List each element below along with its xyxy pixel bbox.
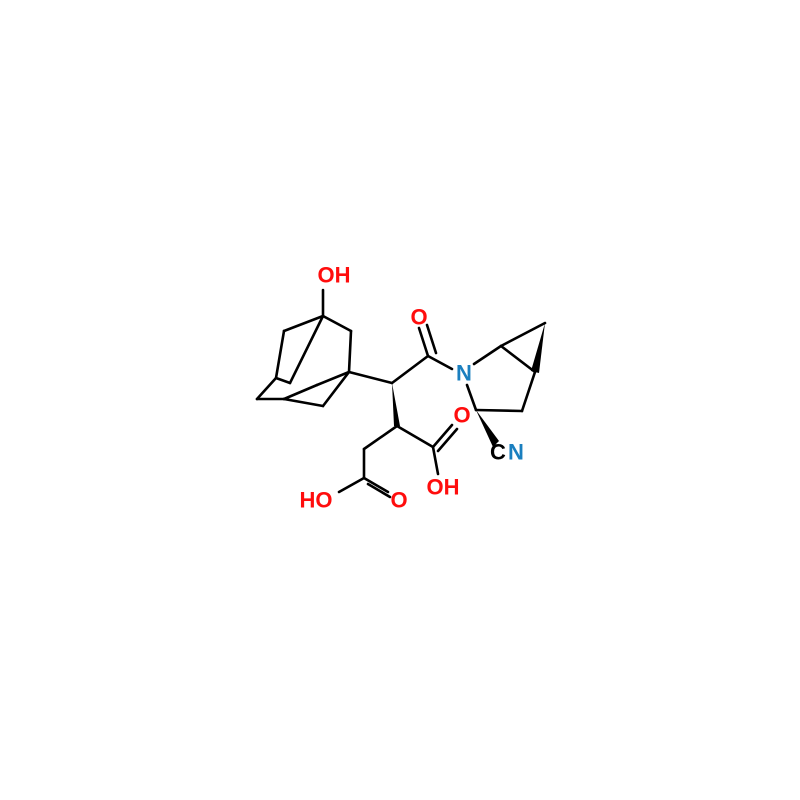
acid-oxygen-label: O xyxy=(453,403,470,428)
bond xyxy=(417,326,430,358)
bond xyxy=(255,376,278,401)
wedge-bond xyxy=(392,383,400,426)
nitrile-nitrogen-label: N xyxy=(508,440,524,465)
bond xyxy=(321,314,353,333)
bond xyxy=(431,423,454,449)
bond xyxy=(347,329,353,374)
bond xyxy=(282,383,319,401)
bond xyxy=(465,383,478,412)
hydroxyl-label: OH xyxy=(318,263,351,288)
bond xyxy=(499,344,537,374)
bond xyxy=(337,476,366,494)
bond xyxy=(366,482,392,499)
ring-nitrogen-label: N xyxy=(456,361,472,386)
bond xyxy=(274,329,286,380)
bond xyxy=(426,354,454,371)
bond xyxy=(282,314,325,333)
bond xyxy=(362,476,390,494)
ketone-oxygen-label: O xyxy=(410,305,427,330)
bond xyxy=(499,321,547,348)
bond xyxy=(288,314,325,385)
acid-oxygen-label-left: O xyxy=(390,488,407,513)
bond xyxy=(390,354,430,385)
nitrile-carbon-label: C xyxy=(490,440,506,465)
bond xyxy=(395,424,435,449)
bond xyxy=(474,408,524,413)
bond xyxy=(431,445,440,476)
bond xyxy=(362,424,399,451)
bond xyxy=(282,397,325,408)
bond xyxy=(472,344,503,366)
bond xyxy=(425,323,438,355)
bond xyxy=(347,370,394,385)
adamantane-cage xyxy=(255,288,353,408)
wedge-bond xyxy=(476,410,499,447)
backbone-bonds xyxy=(337,323,459,499)
wedge-bond xyxy=(531,323,545,373)
bond xyxy=(274,376,292,385)
bond xyxy=(315,370,351,387)
acid-hydroxyl-label-left: HO xyxy=(300,488,333,513)
acid-hydroxyl-label: OH xyxy=(427,475,460,500)
bond xyxy=(436,427,459,453)
bond xyxy=(321,370,351,408)
bicyclic-ring xyxy=(465,321,547,447)
bond xyxy=(520,370,537,413)
